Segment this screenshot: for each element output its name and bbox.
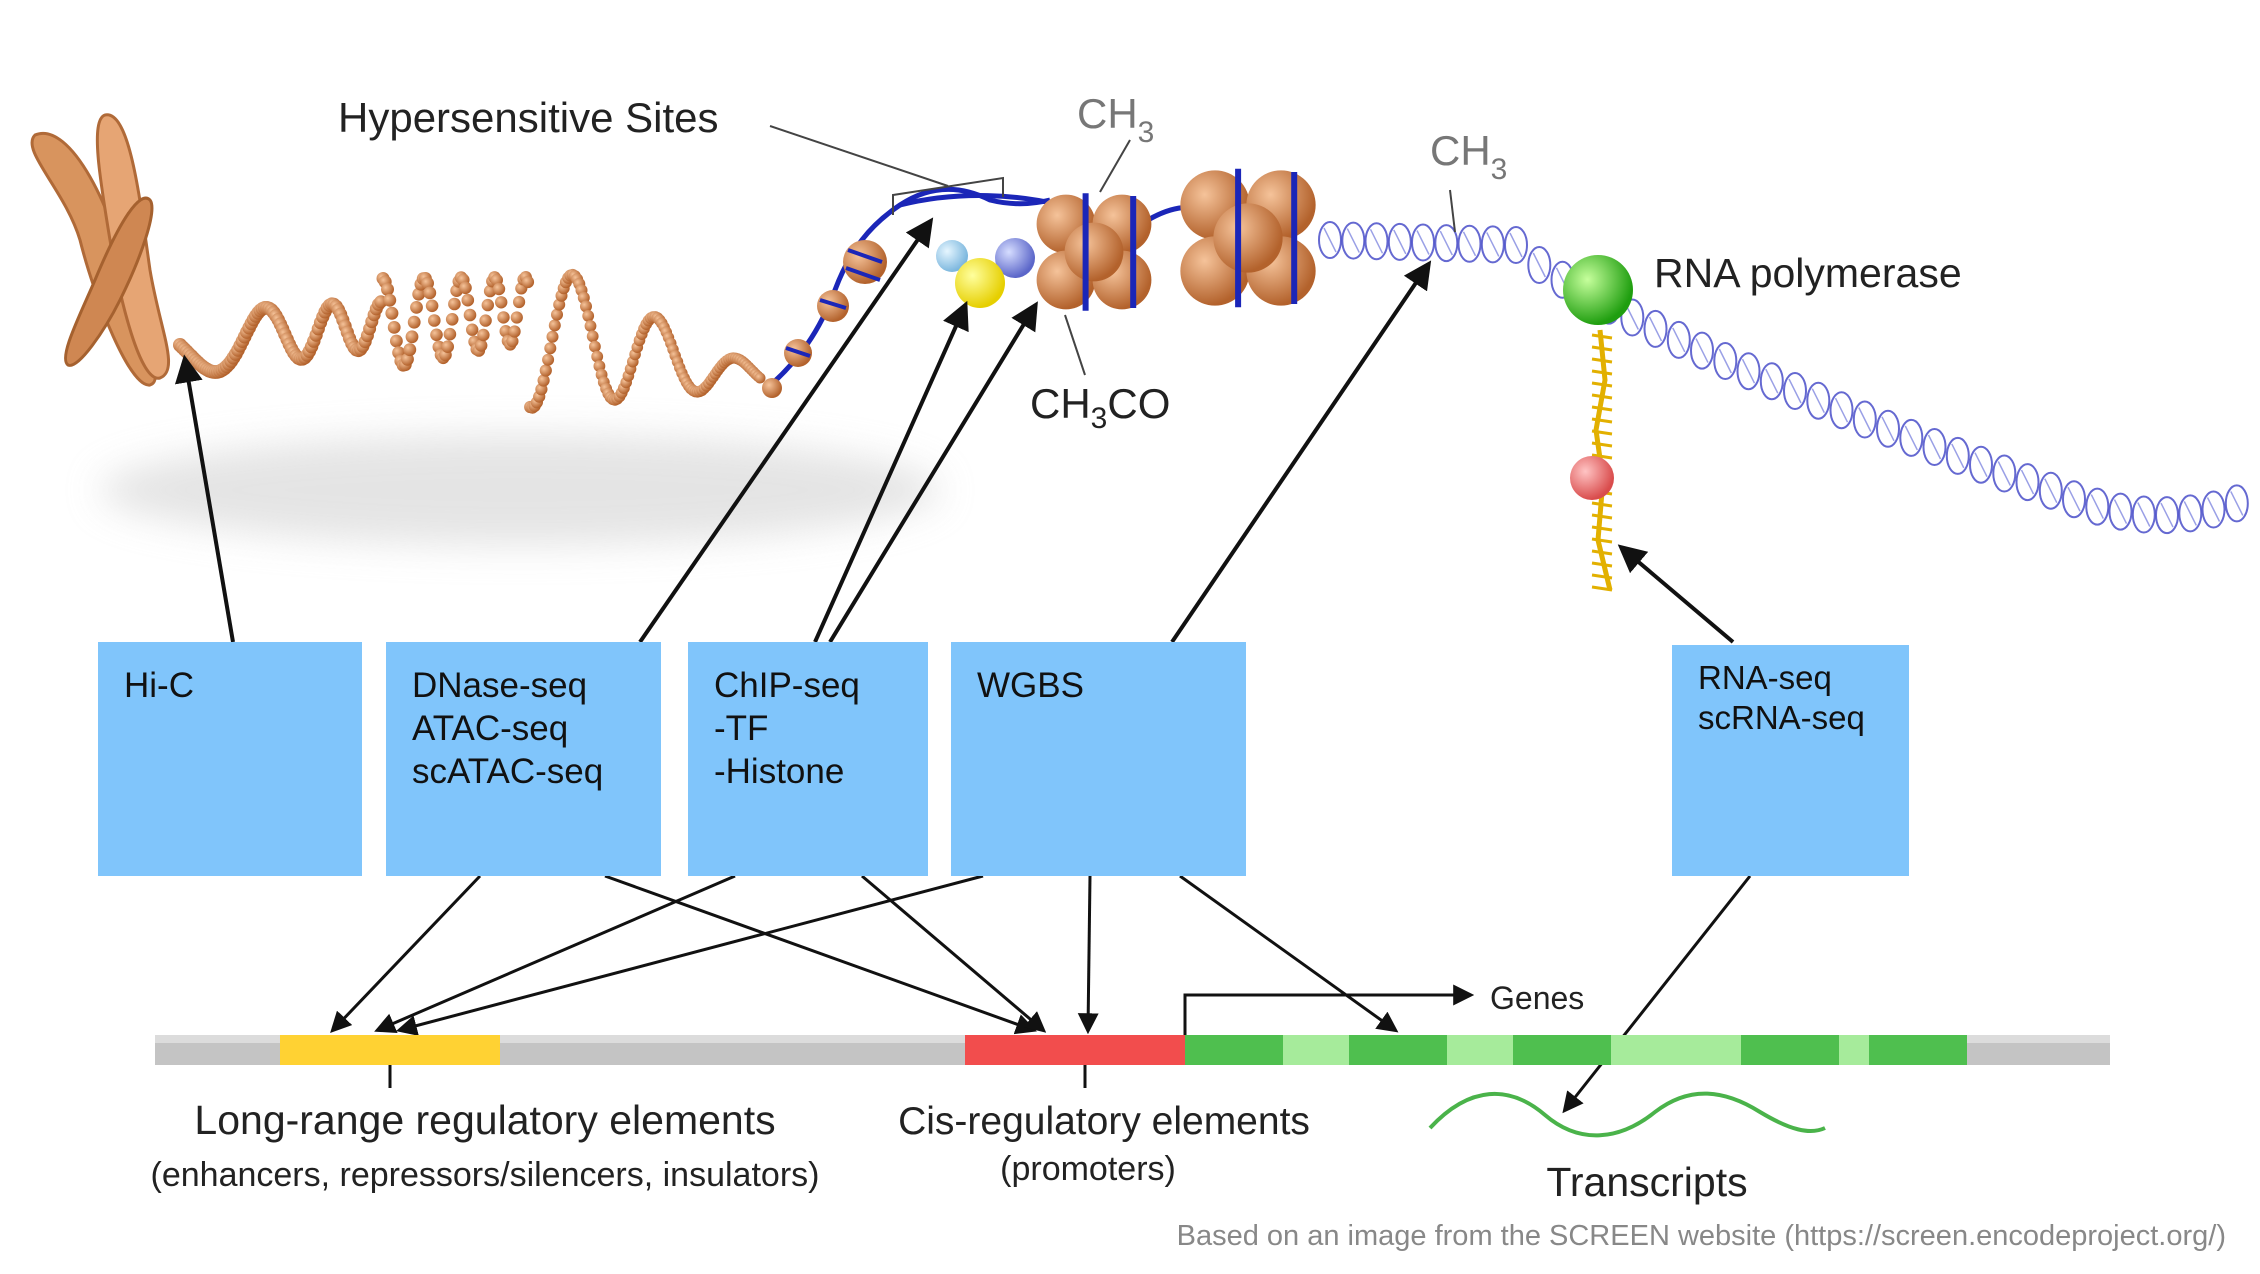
assay-box-hic: Hi-C — [98, 642, 362, 876]
assay-target: -Histone — [714, 752, 845, 791]
element-arrows — [330, 874, 1752, 1114]
genes-label: Genes — [1490, 980, 1584, 1016]
ch3-pointer — [1449, 189, 1456, 233]
ch3co-label: CH3CO — [1030, 380, 1170, 435]
promoter-segment — [965, 1035, 1185, 1065]
hypersensitive-sites-bracket — [769, 125, 1004, 215]
genome-bar — [155, 1035, 2110, 1088]
ch3-label: CH3 — [1430, 127, 1507, 186]
assay-name: WGBS — [977, 666, 1084, 705]
assay-name: Hi-C — [124, 666, 194, 705]
assay-box-rna: RNA-seq scRNA-seq — [1672, 645, 1909, 876]
transcripts-label: Transcripts — [1546, 1159, 1747, 1205]
gene-segment — [1185, 1035, 1967, 1065]
enhancer-segment — [280, 1035, 500, 1065]
rna-polymerase-label: RNA polymerase — [1654, 250, 1962, 296]
ch3-label: CH3 — [1077, 90, 1154, 149]
ch3co-pointer — [1064, 314, 1086, 376]
assay-name: ATAC-seq — [412, 709, 569, 748]
assay-name: DNase-seq — [412, 666, 588, 705]
assay-target: -TF — [714, 709, 769, 748]
cis-regulatory-label: Cis-regulatory elements — [898, 1100, 1310, 1143]
assay-name: scATAC-seq — [412, 752, 604, 791]
long-range-sublabel: (enhancers, repressors/silencers, insula… — [151, 1156, 820, 1194]
dna-double-helix — [1318, 221, 2249, 535]
rna-polymerase-icon — [1563, 255, 1633, 592]
nucleosome-cluster-icon — [1180, 168, 1316, 308]
assay-box-dnase: DNase-seq ATAC-seq scATAC-seq — [386, 642, 661, 876]
transcription-factor-icon — [936, 238, 1035, 308]
chromatin-fiber — [173, 268, 766, 414]
chromatin-shadow — [100, 435, 940, 545]
ch3-pointer — [1099, 139, 1131, 193]
image-credit: Based on an image from the SCREEN websit… — [1176, 1220, 2226, 1252]
assay-name: ChIP-seq — [714, 666, 860, 705]
long-range-label: Long-range regulatory elements — [194, 1097, 775, 1143]
transcript-wave — [1428, 1091, 1826, 1138]
cis-regulatory-sublabel: (promoters) — [1000, 1150, 1176, 1188]
hypersensitive-sites-label: Hypersensitive Sites — [338, 94, 718, 141]
nucleosome-cluster-icon — [1036, 193, 1152, 311]
assay-arrows — [174, 217, 1735, 644]
assay-box-wgbs: WGBS — [951, 642, 1246, 876]
chromosome-icon — [30, 113, 171, 387]
assay-name: RNA-seq — [1698, 659, 1832, 696]
assay-box-chip: ChIP-seq -TF -Histone — [688, 642, 928, 876]
assay-name: scRNA-seq — [1698, 699, 1865, 736]
